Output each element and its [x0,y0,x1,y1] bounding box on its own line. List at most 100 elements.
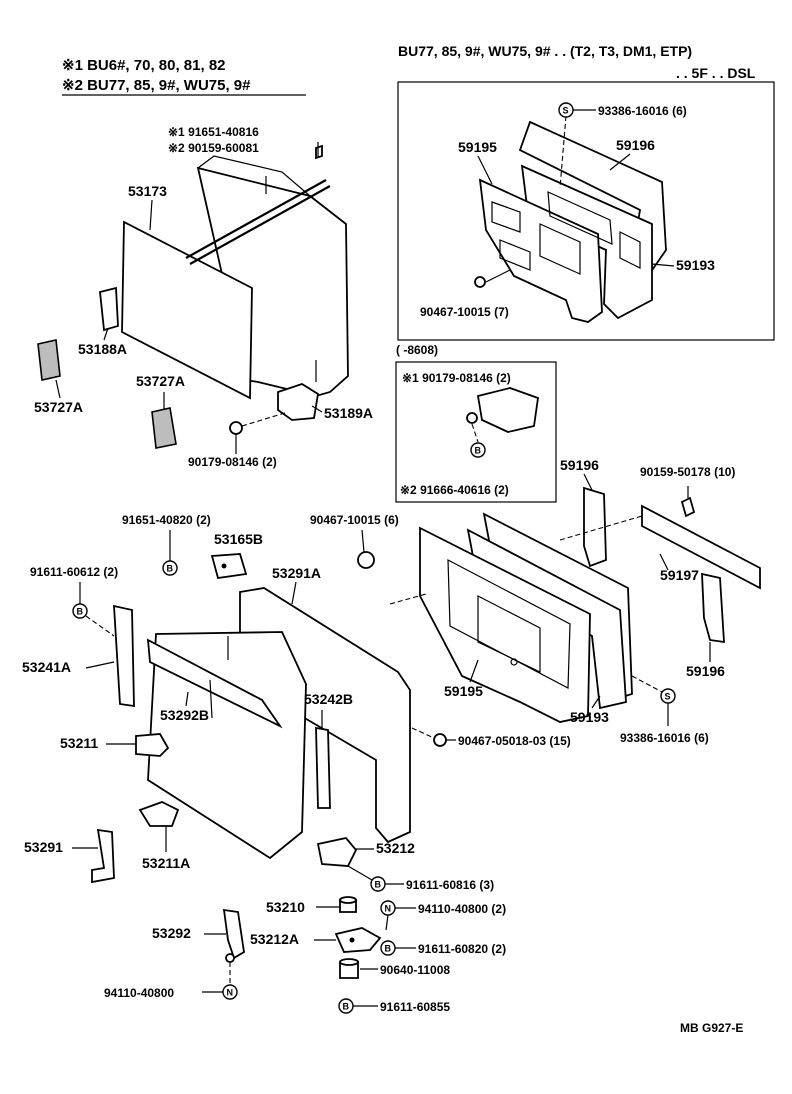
label-53292B: 53292B [160,707,209,723]
strip-53292B [146,638,283,729]
label-90179-08146-2: 90179-08146 (2) [188,455,277,469]
mark-b-91611-60816: B [375,880,382,890]
label-90467-10015-7: 90467-10015 (7) [420,305,509,319]
label-53292: 53292 [152,925,191,941]
label-91651-40820: 91651-40820 (2) [122,513,211,527]
bracket-53211 [135,733,170,757]
applicability-line-2: . . 5F . . DSL [676,65,756,81]
label-91611-60816: 91611-60816 (3) [406,878,494,892]
label-53211A: 53211A [142,855,190,871]
leader-53292B [185,691,189,707]
label-93386-16016-bottom: 93386-16016 (6) [620,731,709,745]
label-90640-11008: 90640-11008 [380,963,450,977]
leader-53727A-left [55,379,61,399]
label-53188A: 53188A [78,341,127,357]
strip-59196-mid [583,486,607,568]
label-53212: 53212 [376,840,415,856]
leader-dash-rail [559,515,643,541]
heater-strap-2 [189,185,331,265]
figure-code: MB G927-E [680,1021,743,1035]
label-59193-bottom: 59193 [570,709,609,725]
panel-59195-window [477,595,541,673]
label-91611-60612: 91611-60612 (2) [30,565,118,579]
bracket-53292 [222,908,245,960]
leader-dash-93386-bottom [631,675,663,693]
bracket-53189A [277,383,319,421]
mark-b-circle-91651 [162,560,178,576]
leader-dash-panel [389,593,427,605]
rail-59197 [641,504,761,590]
label-53165B: 53165B [214,531,263,547]
strip-53242B [315,726,331,809]
inset-nut [466,412,478,424]
label-59193-top: 59193 [676,257,715,273]
heater-housing-top [197,155,311,197]
applicability-line-1: BU77, 85, 9#, WU75, 9# . . (T2, T3, DM1,… [398,43,692,59]
label-91611-60820: 91611-60820 (2) [418,942,506,956]
inset-box-top-right [397,81,775,341]
inset-box-center [395,361,557,503]
strip-59196-right [701,572,725,644]
leader-90467-7 [485,269,511,283]
panel-knob [510,658,518,666]
legend-line-1: ※1 BU6#, 70, 80, 81, 82 [62,57,226,74]
clip-90467-10015 [357,551,375,569]
label-90467-10015-6: 90467-10015 (6) [310,513,399,527]
trim-panel-assembly [389,512,633,723]
mark-b-91611-60820: B [385,944,392,954]
label-53173: 53173 [128,183,167,199]
bracket-53212 [316,837,358,867]
bracket-hole [221,563,227,569]
label-93386-16016-top: 93386-16016 (6) [598,104,687,118]
label-53242B: 53242B [304,691,353,707]
bracket-53241A [113,604,135,708]
bracket-53212A [334,927,382,953]
label-53189A: 53189A [324,405,373,421]
mark-s-bottom: S [665,692,671,702]
heater-panel-53173 [121,220,253,400]
mark-n-bottom: N [227,988,234,998]
mark-b-91651: B [167,564,174,574]
heater-unit-53173 [121,155,349,400]
label-90467-05018-03: 90467-05018-03 (15) [458,734,571,748]
inset-bracket [476,387,539,433]
panel-59195-bottom [419,526,591,723]
panel-59195-recess [447,558,571,689]
leader-59193-top [651,263,675,267]
label-53241A: 53241A [22,659,71,675]
bracket-53211A [138,801,180,827]
label-53212A: 53212A [250,931,299,947]
case-line [209,679,213,719]
grommet-top [339,896,357,904]
mark-s-top: S [563,106,569,116]
leader-dash-90467-05018 [411,727,435,739]
mark-b-inset: B [475,446,482,456]
bracket-53188A [99,286,119,332]
label-90159-50178: 90159-50178 (10) [640,465,735,479]
legend-line-2: ※2 BU77, 85, 9#, WU75, 9# [62,77,251,94]
leader-53189A [311,405,323,413]
leader-53188A [103,327,109,341]
label-91651-40816: ※1 91651-40816 [168,125,259,139]
label-59195-bottom: 59195 [444,683,483,699]
mark-b-circle-inset [470,442,486,458]
label-59196-mid: 59196 [560,457,599,473]
label-53291A: 53291A [272,565,321,581]
clip-icon [474,276,486,288]
label-53727A-left: 53727A [34,399,83,415]
leader-dash-90179 [241,411,289,427]
label-53211: 53211 [60,735,98,751]
mark-b-91611-60612: B [77,607,84,617]
mark-b-circle-91611-60612 [72,603,88,619]
bolt-90159-50178 [680,496,696,518]
bolt-90179-08146 [229,421,243,435]
label-59197: 59197 [660,567,699,583]
leader-59193-bottom [591,695,601,709]
heater-strap [185,179,327,259]
pad-53727A-center [151,407,177,449]
bolt-91651-40816 [315,144,323,160]
label-94110-40800: 94110-40800 [104,986,174,1000]
label-90159-60081: ※2 90159-60081 [168,141,259,155]
leader-90467-10015-6 [361,529,365,553]
